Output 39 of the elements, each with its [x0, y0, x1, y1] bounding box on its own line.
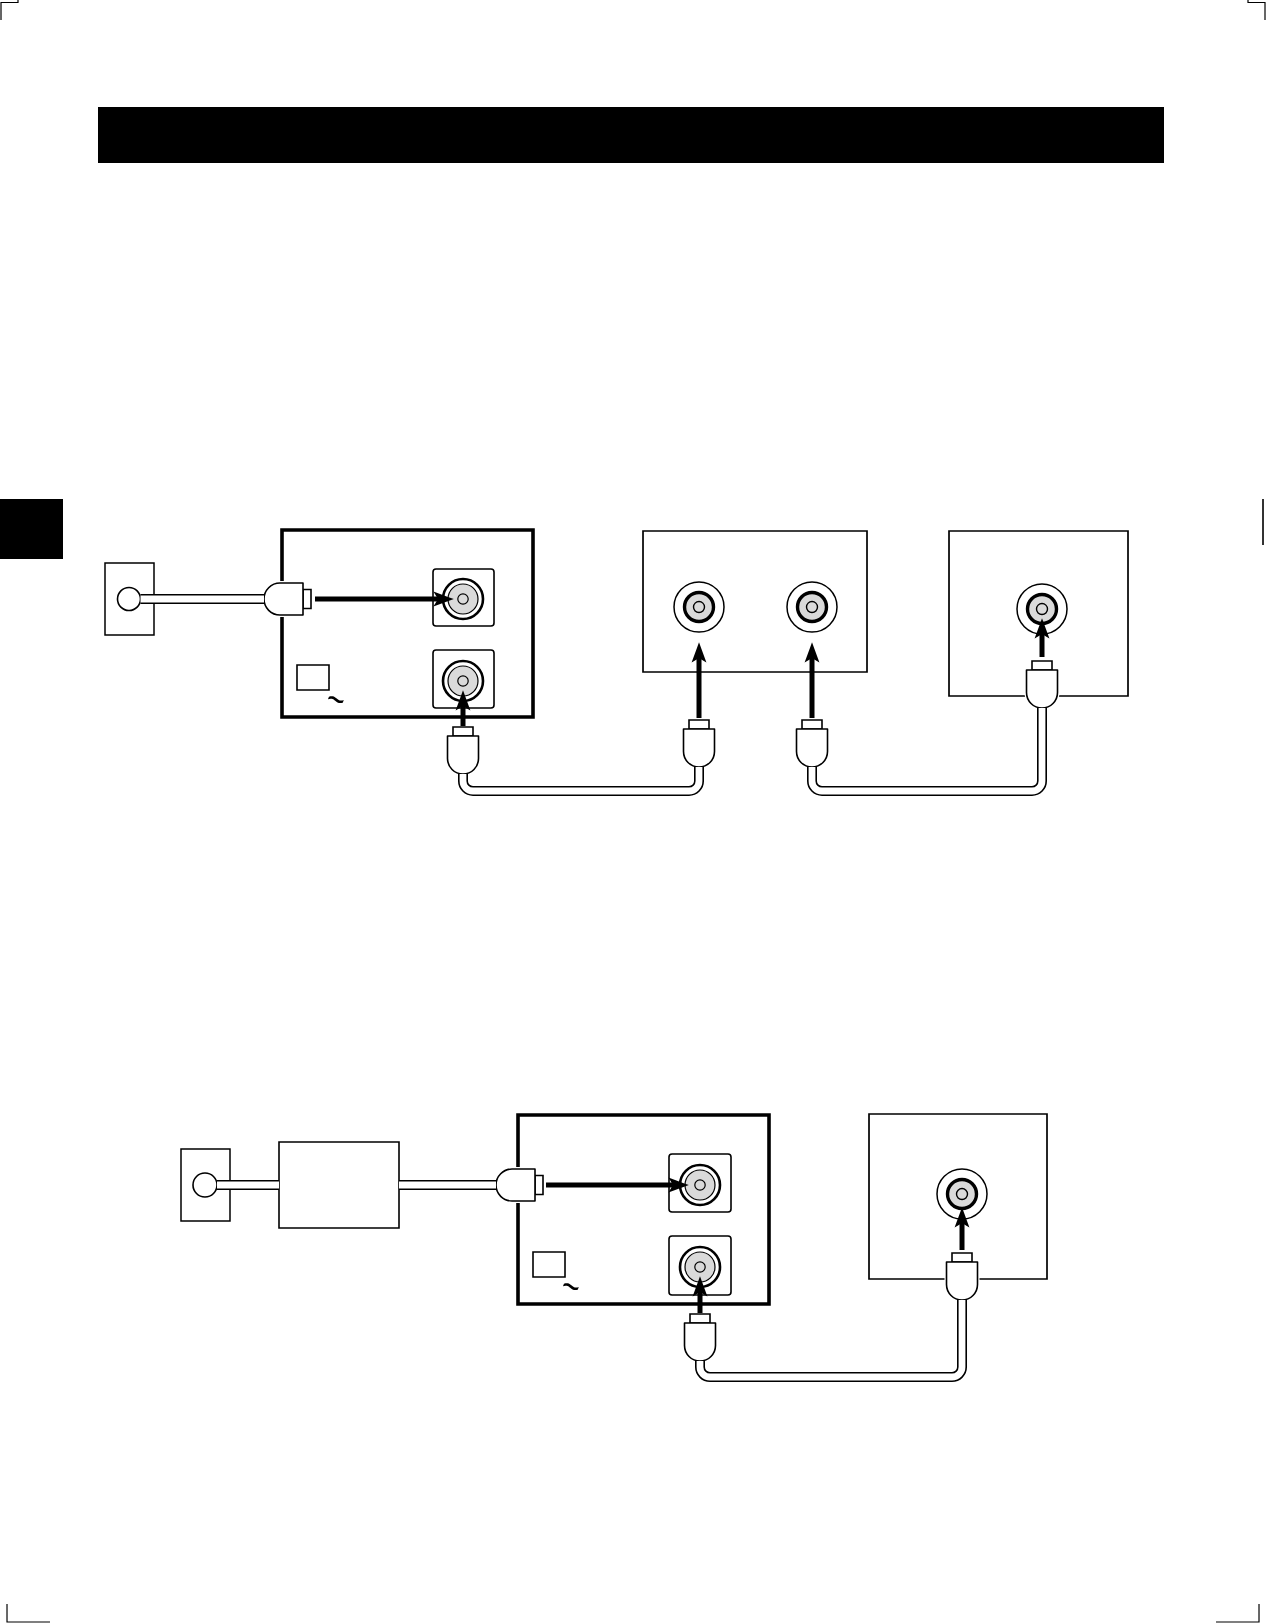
- jack: [678, 1245, 722, 1289]
- cable: [140, 594, 264, 604]
- plug: [494, 1167, 545, 1203]
- cable: [458, 767, 704, 796]
- device-panel: [868, 1113, 1048, 1280]
- device-panel: [948, 530, 1129, 697]
- device-panel: [516, 1113, 771, 1306]
- tilde-sign: ~: [327, 696, 344, 704]
- wall-outlet: [180, 1148, 231, 1222]
- wall-outlet: [104, 562, 155, 636]
- tilde-sign: ~: [562, 1283, 579, 1291]
- plug: [446, 726, 480, 775]
- jack-plate: [668, 1235, 732, 1296]
- title-bar: [98, 107, 1164, 163]
- jack: [786, 581, 838, 633]
- plug: [795, 719, 829, 768]
- plug: [262, 581, 313, 617]
- jack: [678, 1163, 722, 1207]
- plug: [682, 719, 716, 768]
- jack-plate: [668, 1153, 732, 1213]
- cable: [217, 1180, 279, 1190]
- device-panel: [280, 528, 535, 719]
- plug: [1024, 659, 1060, 710]
- cable: [399, 1180, 496, 1190]
- jack-plate: [432, 649, 495, 709]
- outlet-socket: [116, 586, 142, 612]
- jack-plate: [432, 568, 495, 627]
- device-panel: [642, 530, 868, 673]
- outlet-socket: [192, 1172, 218, 1198]
- jack: [441, 577, 485, 621]
- jack: [673, 581, 725, 633]
- plug: [944, 1251, 980, 1302]
- jack: [1016, 583, 1068, 635]
- cable: [695, 1300, 967, 1382]
- jack: [441, 659, 485, 703]
- plug: [683, 1313, 717, 1362]
- adapter-box: [278, 1141, 400, 1229]
- jack: [936, 1168, 988, 1220]
- cable: [807, 708, 1047, 796]
